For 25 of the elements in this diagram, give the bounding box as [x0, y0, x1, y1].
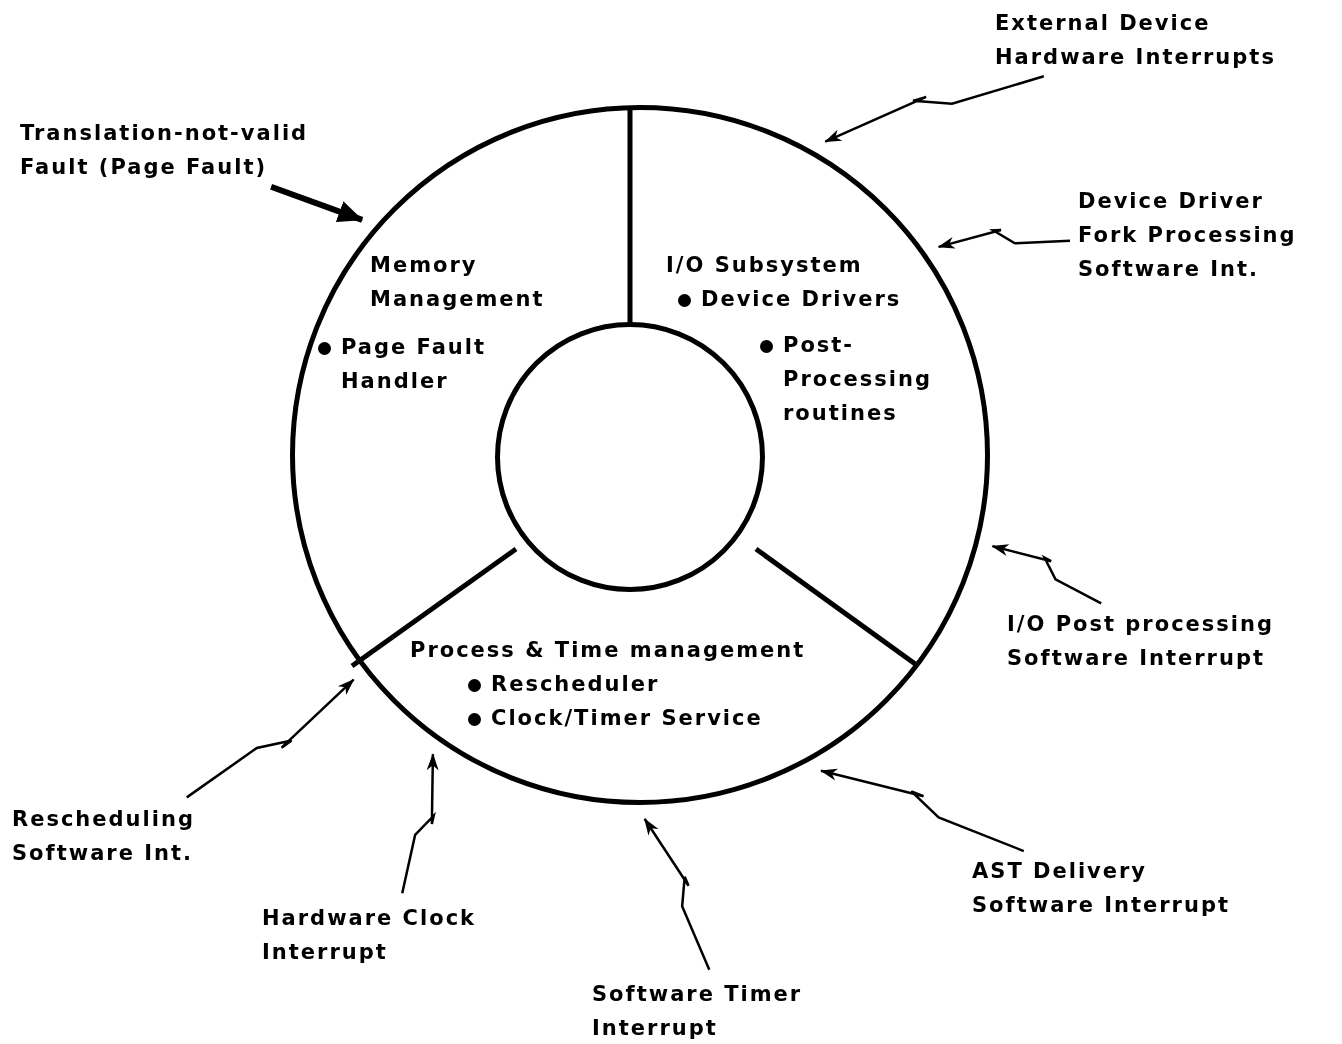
bullet-item: Post-Processing routines	[783, 332, 934, 427]
sector-heading: Process & Time management	[410, 637, 807, 664]
bullet-item: Page Fault Handler	[341, 334, 488, 395]
interrupt-label: External Device Hardware Interrupts	[995, 6, 1335, 74]
inner-circle	[495, 322, 765, 592]
bullet-item: Clock/Timer Service	[491, 705, 764, 732]
lightning-arrow	[991, 544, 1102, 605]
interrupt-label: Hardware Clock Interrupt	[262, 901, 524, 969]
bullet-item: Rescheduler	[491, 671, 661, 698]
sector-heading: Memory Management	[370, 252, 546, 313]
bullet-item: Device Drivers	[701, 286, 903, 313]
lightning-arrow	[643, 818, 711, 971]
lightning-arrow	[820, 768, 1025, 853]
sector-heading: I/O Subsystem	[666, 252, 864, 279]
interrupt-label: Device Driver Fork Processing Software Int.	[1078, 184, 1306, 286]
interrupt-label: Translation-not-valid Fault (Page Fault)	[20, 116, 320, 184]
lightning-arrow	[186, 678, 355, 799]
lightning-arrow	[937, 228, 1071, 249]
lightning-arrow	[824, 75, 1045, 143]
lightning-arrow	[401, 753, 439, 894]
arrow	[270, 183, 364, 223]
interrupt-label: Rescheduling Software Int.	[12, 802, 252, 870]
interrupt-label: I/O Post processing Software Interrupt	[1007, 607, 1339, 675]
interrupt-label: Software Timer Interrupt	[592, 977, 862, 1044]
interrupt-label: AST Delivery Software Interrupt	[972, 854, 1262, 922]
